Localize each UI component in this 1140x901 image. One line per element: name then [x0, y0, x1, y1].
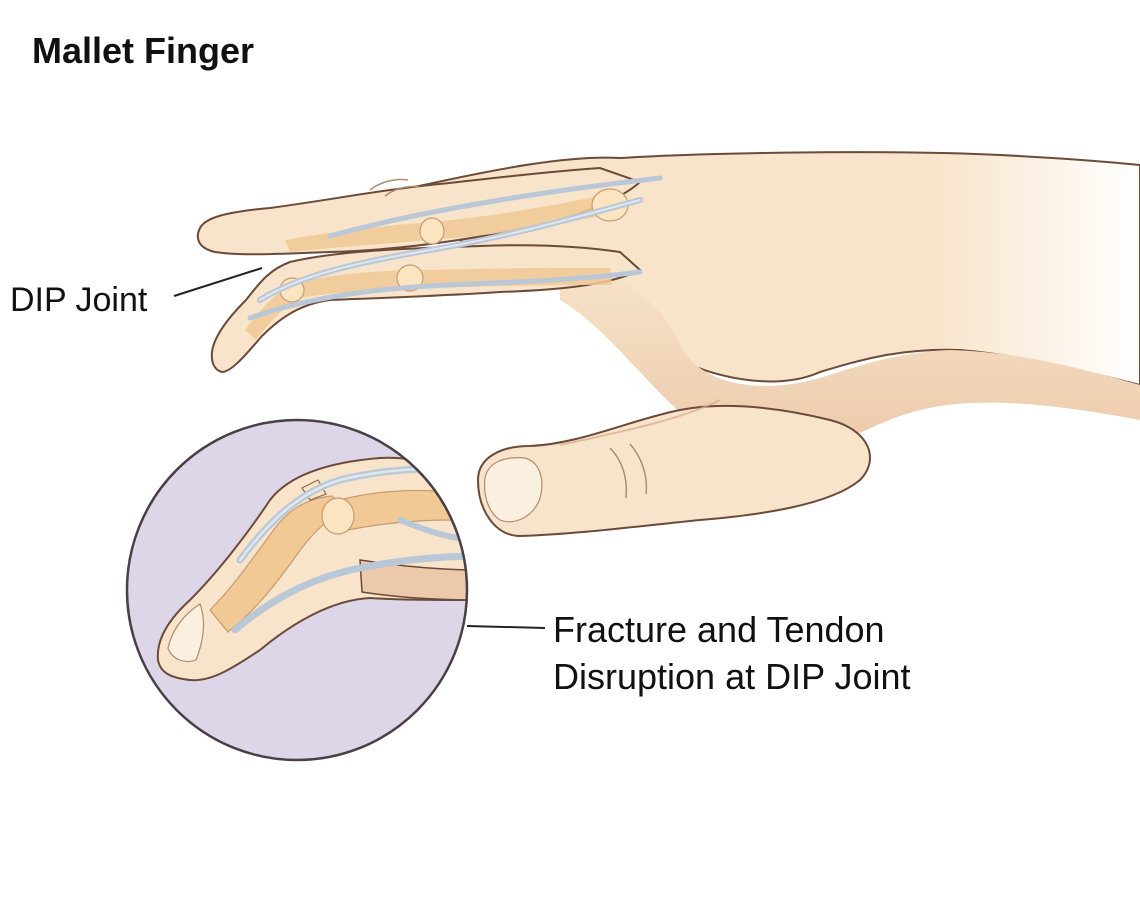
dip-joint-leader — [173, 267, 263, 297]
fracture-label-line2: Disruption at DIP Joint — [553, 656, 911, 697]
fracture-label-line1: Fracture and Tendon — [553, 609, 885, 650]
dip-joint-label: DIP Joint — [10, 281, 148, 319]
diagram-title: Mallet Finger — [32, 30, 254, 71]
fracture-leader — [466, 625, 546, 629]
inset-border — [125, 418, 469, 762]
thumb — [476, 404, 871, 538]
hand-illustration — [196, 151, 1140, 538]
inset-magnified-view — [125, 418, 469, 762]
